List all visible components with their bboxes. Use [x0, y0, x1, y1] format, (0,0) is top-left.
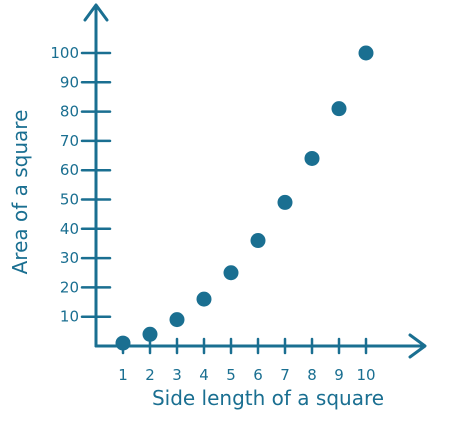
y-tick-label: 20: [60, 278, 79, 296]
y-axis-title: Area of a square: [8, 110, 32, 275]
y-tick-label: 80: [60, 103, 79, 121]
x-tick-label: 7: [280, 366, 290, 384]
x-tick-label: 2: [145, 366, 155, 384]
data-point: [169, 312, 185, 328]
x-tick-label: 9: [334, 366, 344, 384]
x-tick-label: 4: [199, 366, 209, 384]
y-tick-label: 30: [60, 249, 79, 267]
x-tick-label: 6: [253, 366, 263, 384]
data-point: [142, 326, 158, 342]
y-tick-label: 60: [60, 161, 79, 179]
axes: [83, 3, 427, 359]
data-point: [250, 233, 266, 249]
x-tick-label: 1: [118, 366, 128, 384]
data-point: [115, 335, 131, 351]
y-tick-label: 10: [60, 308, 79, 326]
x-axis-arrowhead: [408, 333, 427, 359]
y-tick-label: 70: [60, 132, 79, 150]
data-points: [115, 45, 374, 351]
data-point: [223, 265, 239, 281]
x-tick-label: 8: [307, 366, 317, 384]
x-tick-label: 10: [356, 366, 375, 384]
y-tick-label: 100: [50, 44, 79, 62]
y-tick-label: 50: [60, 191, 79, 209]
x-axis-title: Side length of a square: [152, 386, 384, 410]
data-point: [196, 291, 212, 307]
y-axis-arrowhead: [83, 3, 109, 22]
data-point: [331, 101, 347, 117]
y-tick-label: 40: [60, 220, 79, 238]
data-point: [277, 194, 293, 210]
x-tick-label: 5: [226, 366, 236, 384]
data-point: [358, 45, 374, 61]
data-point: [304, 150, 320, 166]
y-tick-label: 90: [60, 73, 79, 91]
x-tick-label: 3: [172, 366, 182, 384]
